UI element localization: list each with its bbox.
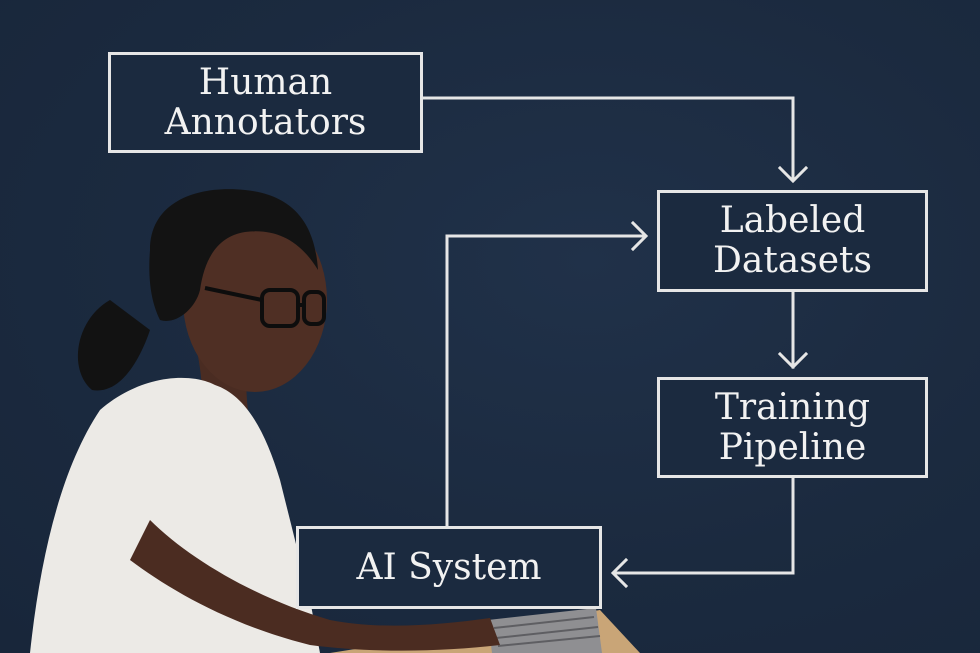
node-label-line: Human — [198, 61, 333, 103]
arrowhead-ai-to-labeled — [630, 220, 649, 252]
node-ai-system: AI System — [296, 526, 602, 609]
node-label: Labeled Datasets — [713, 201, 872, 281]
node-label-line: Training — [714, 386, 871, 428]
arrow-ai-to-labeled — [445, 234, 647, 528]
node-human-annotators: Human Annotators — [108, 52, 423, 153]
node-label-line: Annotators — [164, 101, 367, 143]
node-label-line: AI System — [356, 546, 542, 588]
arrowhead-labeled-to-training — [777, 351, 809, 370]
arrow-training-to-ai — [612, 476, 795, 575]
node-label: Human Annotators — [164, 61, 367, 143]
node-label-line: Datasets — [713, 240, 872, 281]
arrowhead-human-to-labeled — [777, 165, 809, 184]
node-label-line: Labeled — [719, 200, 866, 241]
node-training-pipeline: Training Pipeline — [657, 377, 928, 478]
node-label: AI System — [356, 546, 542, 588]
node-label: Training Pipeline — [714, 386, 871, 468]
node-labeled-datasets: Labeled Datasets — [657, 190, 928, 292]
arrowhead-training-to-ai — [610, 557, 629, 589]
arrow-human-to-labeled — [421, 96, 795, 182]
node-label-line: Pipeline — [718, 426, 867, 468]
